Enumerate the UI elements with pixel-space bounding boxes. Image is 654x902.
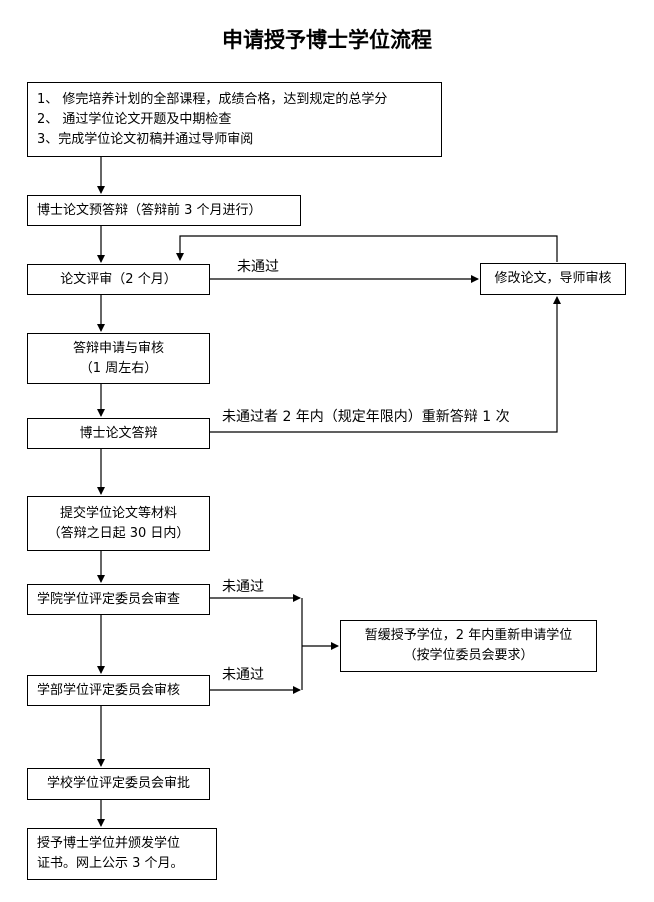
college-fail-label: 未通过 — [222, 579, 264, 595]
school-label: 学校学位评定委员会审批 — [46, 776, 190, 791]
defense-fail-label: 未通过者 2 年内（规定年限内）重新答辩 1 次 — [222, 409, 510, 425]
step-thesis-defense: 博士论文答辩 — [27, 418, 210, 449]
grant-line-1: 授予博士学位并颁发学位 — [37, 836, 181, 851]
step-thesis-review: 论文评审（2 个月） — [27, 264, 210, 295]
step-predefense: 博士论文预答辩（答辩前 3 个月进行） — [27, 195, 301, 226]
step-postpone-degree: 暂缓授予学位，2 年内重新申请学位 （按学位委员会要求） — [340, 620, 597, 672]
arrow-defense-revise — [210, 296, 561, 433]
revise-label: 修改论文，导师审核 — [494, 271, 612, 286]
arrow-revise-back-review — [176, 235, 558, 262]
apply-line-2: （1 周左右） — [79, 360, 158, 376]
step-college-committee: 学院学位评定委员会审查 — [27, 584, 210, 615]
step-grant-degree: 授予博士学位并颁发学位 证书。网上公示 3 个月。 — [27, 828, 217, 880]
postpone-line-1: 暂缓授予学位，2 年内重新申请学位 — [364, 628, 573, 643]
review-label: 论文评审（2 个月） — [60, 271, 177, 287]
submit-line-2: （答辩之日起 30 日内） — [47, 525, 190, 541]
prereq-line-3: 3、完成学位论文初稿并通过导师审阅 — [37, 131, 254, 147]
postpone-line-2: （按学位委员会要求） — [403, 648, 534, 663]
submit-line-1: 提交学位论文等材料 — [59, 505, 177, 521]
division-label: 学部学位评定委员会审核 — [37, 682, 181, 698]
step-submit-materials: 提交学位论文等材料 （答辩之日起 30 日内） — [27, 496, 210, 551]
step-revise-thesis: 修改论文，导师审核 — [480, 263, 626, 295]
division-fail-label: 未通过 — [222, 667, 264, 683]
college-label: 学院学位评定委员会审查 — [37, 591, 181, 607]
predefense-label: 博士论文预答辩（答辩前 3 个月进行） — [37, 202, 262, 218]
step-school-committee: 学校学位评定委员会审批 — [27, 768, 210, 800]
defense-label: 博士论文答辩 — [79, 425, 158, 441]
step-prerequisites: 1、 修完培养计划的全部课程，成绩合格，达到规定的总学分 2、 通过学位论文开题… — [27, 82, 442, 157]
prereq-line-1: 1、 修完培养计划的全部课程，成绩合格，达到规定的总学分 — [37, 91, 388, 107]
step-division-committee: 学部学位评定委员会审核 — [27, 675, 210, 706]
page-title: 申请授予博士学位流程 — [222, 27, 432, 52]
grant-line-2: 证书。网上公示 3 个月。 — [37, 856, 184, 871]
prereq-line-2: 2、 通过学位论文开题及中期检查 — [37, 111, 232, 127]
apply-line-1: 答辩申请与审核 — [72, 340, 164, 356]
review-fail-label: 未通过 — [237, 259, 279, 275]
step-defense-application: 答辩申请与审核 （1 周左右） — [27, 333, 210, 384]
